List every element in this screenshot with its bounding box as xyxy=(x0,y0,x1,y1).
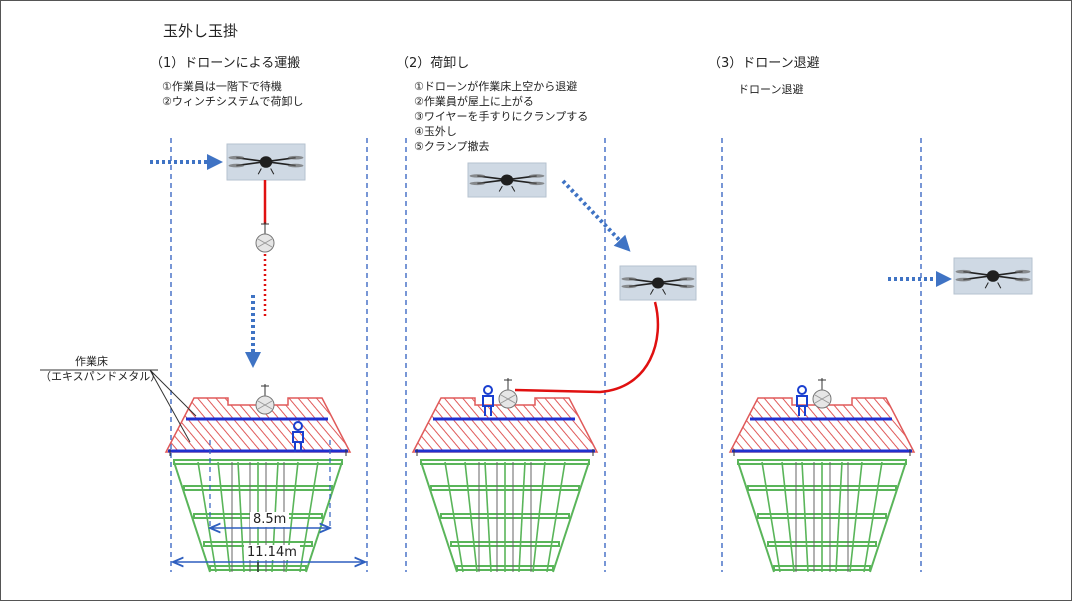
scaffold-member xyxy=(518,461,526,573)
scaffold-member xyxy=(464,461,478,573)
scaffold-member xyxy=(217,461,231,573)
panel-3-note: ドローン退避 xyxy=(738,83,804,96)
scaffold-member xyxy=(546,461,566,573)
drone-icon xyxy=(270,168,275,175)
worker-icon xyxy=(293,421,303,431)
load-ball-icon xyxy=(814,394,830,404)
drone-icon xyxy=(511,185,516,192)
scaffold-member xyxy=(863,461,883,573)
panel-3-heading: （3）ドローン退避 xyxy=(708,56,820,71)
winch-wire xyxy=(514,301,660,394)
load-ball-icon xyxy=(500,394,516,404)
drone-rotor xyxy=(679,284,695,289)
drone-icon xyxy=(498,185,503,192)
drone-rotor xyxy=(1014,277,1031,282)
platform-label-sub: （エキスパンドメタル） xyxy=(40,370,162,383)
drone-rotor xyxy=(469,174,486,178)
drone-rotor xyxy=(287,163,304,168)
drone-rotor xyxy=(679,277,695,281)
drone-icon xyxy=(984,282,989,289)
panel-2-note: ④玉外し xyxy=(414,125,457,138)
drone-icon xyxy=(986,270,1000,282)
drone-rotor xyxy=(228,163,245,168)
load-ball-icon xyxy=(257,400,273,410)
platform-label: 作業床 xyxy=(75,355,108,368)
scaffold-member xyxy=(484,461,492,573)
panel-2-heading: （2）荷卸し xyxy=(396,56,470,71)
scaffold-edge xyxy=(305,461,343,573)
worker-icon xyxy=(797,385,807,395)
drone-rotor xyxy=(955,277,972,282)
worker-icon xyxy=(292,431,304,443)
drone-rotor xyxy=(955,269,972,274)
label-leader xyxy=(149,369,197,417)
scaffold-member xyxy=(299,461,319,573)
panel-2-note: ③ワイヤーを手すりにクランプする xyxy=(414,110,589,123)
scaffold-edge xyxy=(173,461,211,573)
scaffold-member xyxy=(761,461,781,573)
scaffold-edge xyxy=(420,461,458,573)
panel-2-note: ⑤クランプ撤去 xyxy=(414,140,490,153)
scaffold-edge xyxy=(869,461,907,573)
worker-icon xyxy=(796,395,808,407)
drone-icon xyxy=(259,156,273,168)
scaffold-edge xyxy=(737,461,775,573)
scaffold-edge xyxy=(552,461,590,573)
drone-icon xyxy=(662,288,667,295)
scaffold-member xyxy=(801,461,809,573)
drone-icon xyxy=(500,174,514,186)
page-title: 玉外し玉掛 xyxy=(163,22,239,40)
dimension-inner-width: 8.5m xyxy=(250,512,290,527)
drone-rotor xyxy=(1014,269,1031,274)
drone-icon xyxy=(257,168,262,175)
scaffold-member xyxy=(532,461,546,573)
scaffold-member xyxy=(237,461,245,573)
drone-icon xyxy=(997,282,1002,289)
retreat-arrow xyxy=(561,179,631,252)
drone-rotor xyxy=(621,284,637,289)
panel-1-note: ②ウィンチシステムで荷卸し xyxy=(162,95,304,108)
scaffold-member xyxy=(835,461,843,573)
panel-1-heading: （1）ドローンによる運搬 xyxy=(150,56,301,71)
worker-icon xyxy=(483,385,493,395)
label-leader xyxy=(149,369,191,443)
drone-rotor xyxy=(287,155,304,160)
drone-rotor xyxy=(469,181,486,186)
drone-rotor xyxy=(528,181,545,186)
drone-icon xyxy=(649,288,654,295)
scaffold-member xyxy=(444,461,464,573)
panel-2-note: ①ドローンが作業床上空から退避 xyxy=(414,80,578,93)
drone-rotor xyxy=(528,174,545,178)
dimension-outer-width: 11.14m xyxy=(244,545,300,560)
panel-1-note: ①作業員は一階下で待機 xyxy=(162,80,282,93)
drone-icon xyxy=(467,162,547,198)
panel-2-note: ②作業員が屋上に上がる xyxy=(414,95,534,108)
scaffold-member xyxy=(197,461,217,573)
scaffold-member xyxy=(849,461,863,573)
drone-rotor xyxy=(621,277,637,281)
drone-icon xyxy=(651,277,665,289)
scaffold-member xyxy=(781,461,795,573)
worker-icon xyxy=(482,395,494,407)
load-ball-icon xyxy=(257,238,273,248)
drone-rotor xyxy=(228,155,245,160)
